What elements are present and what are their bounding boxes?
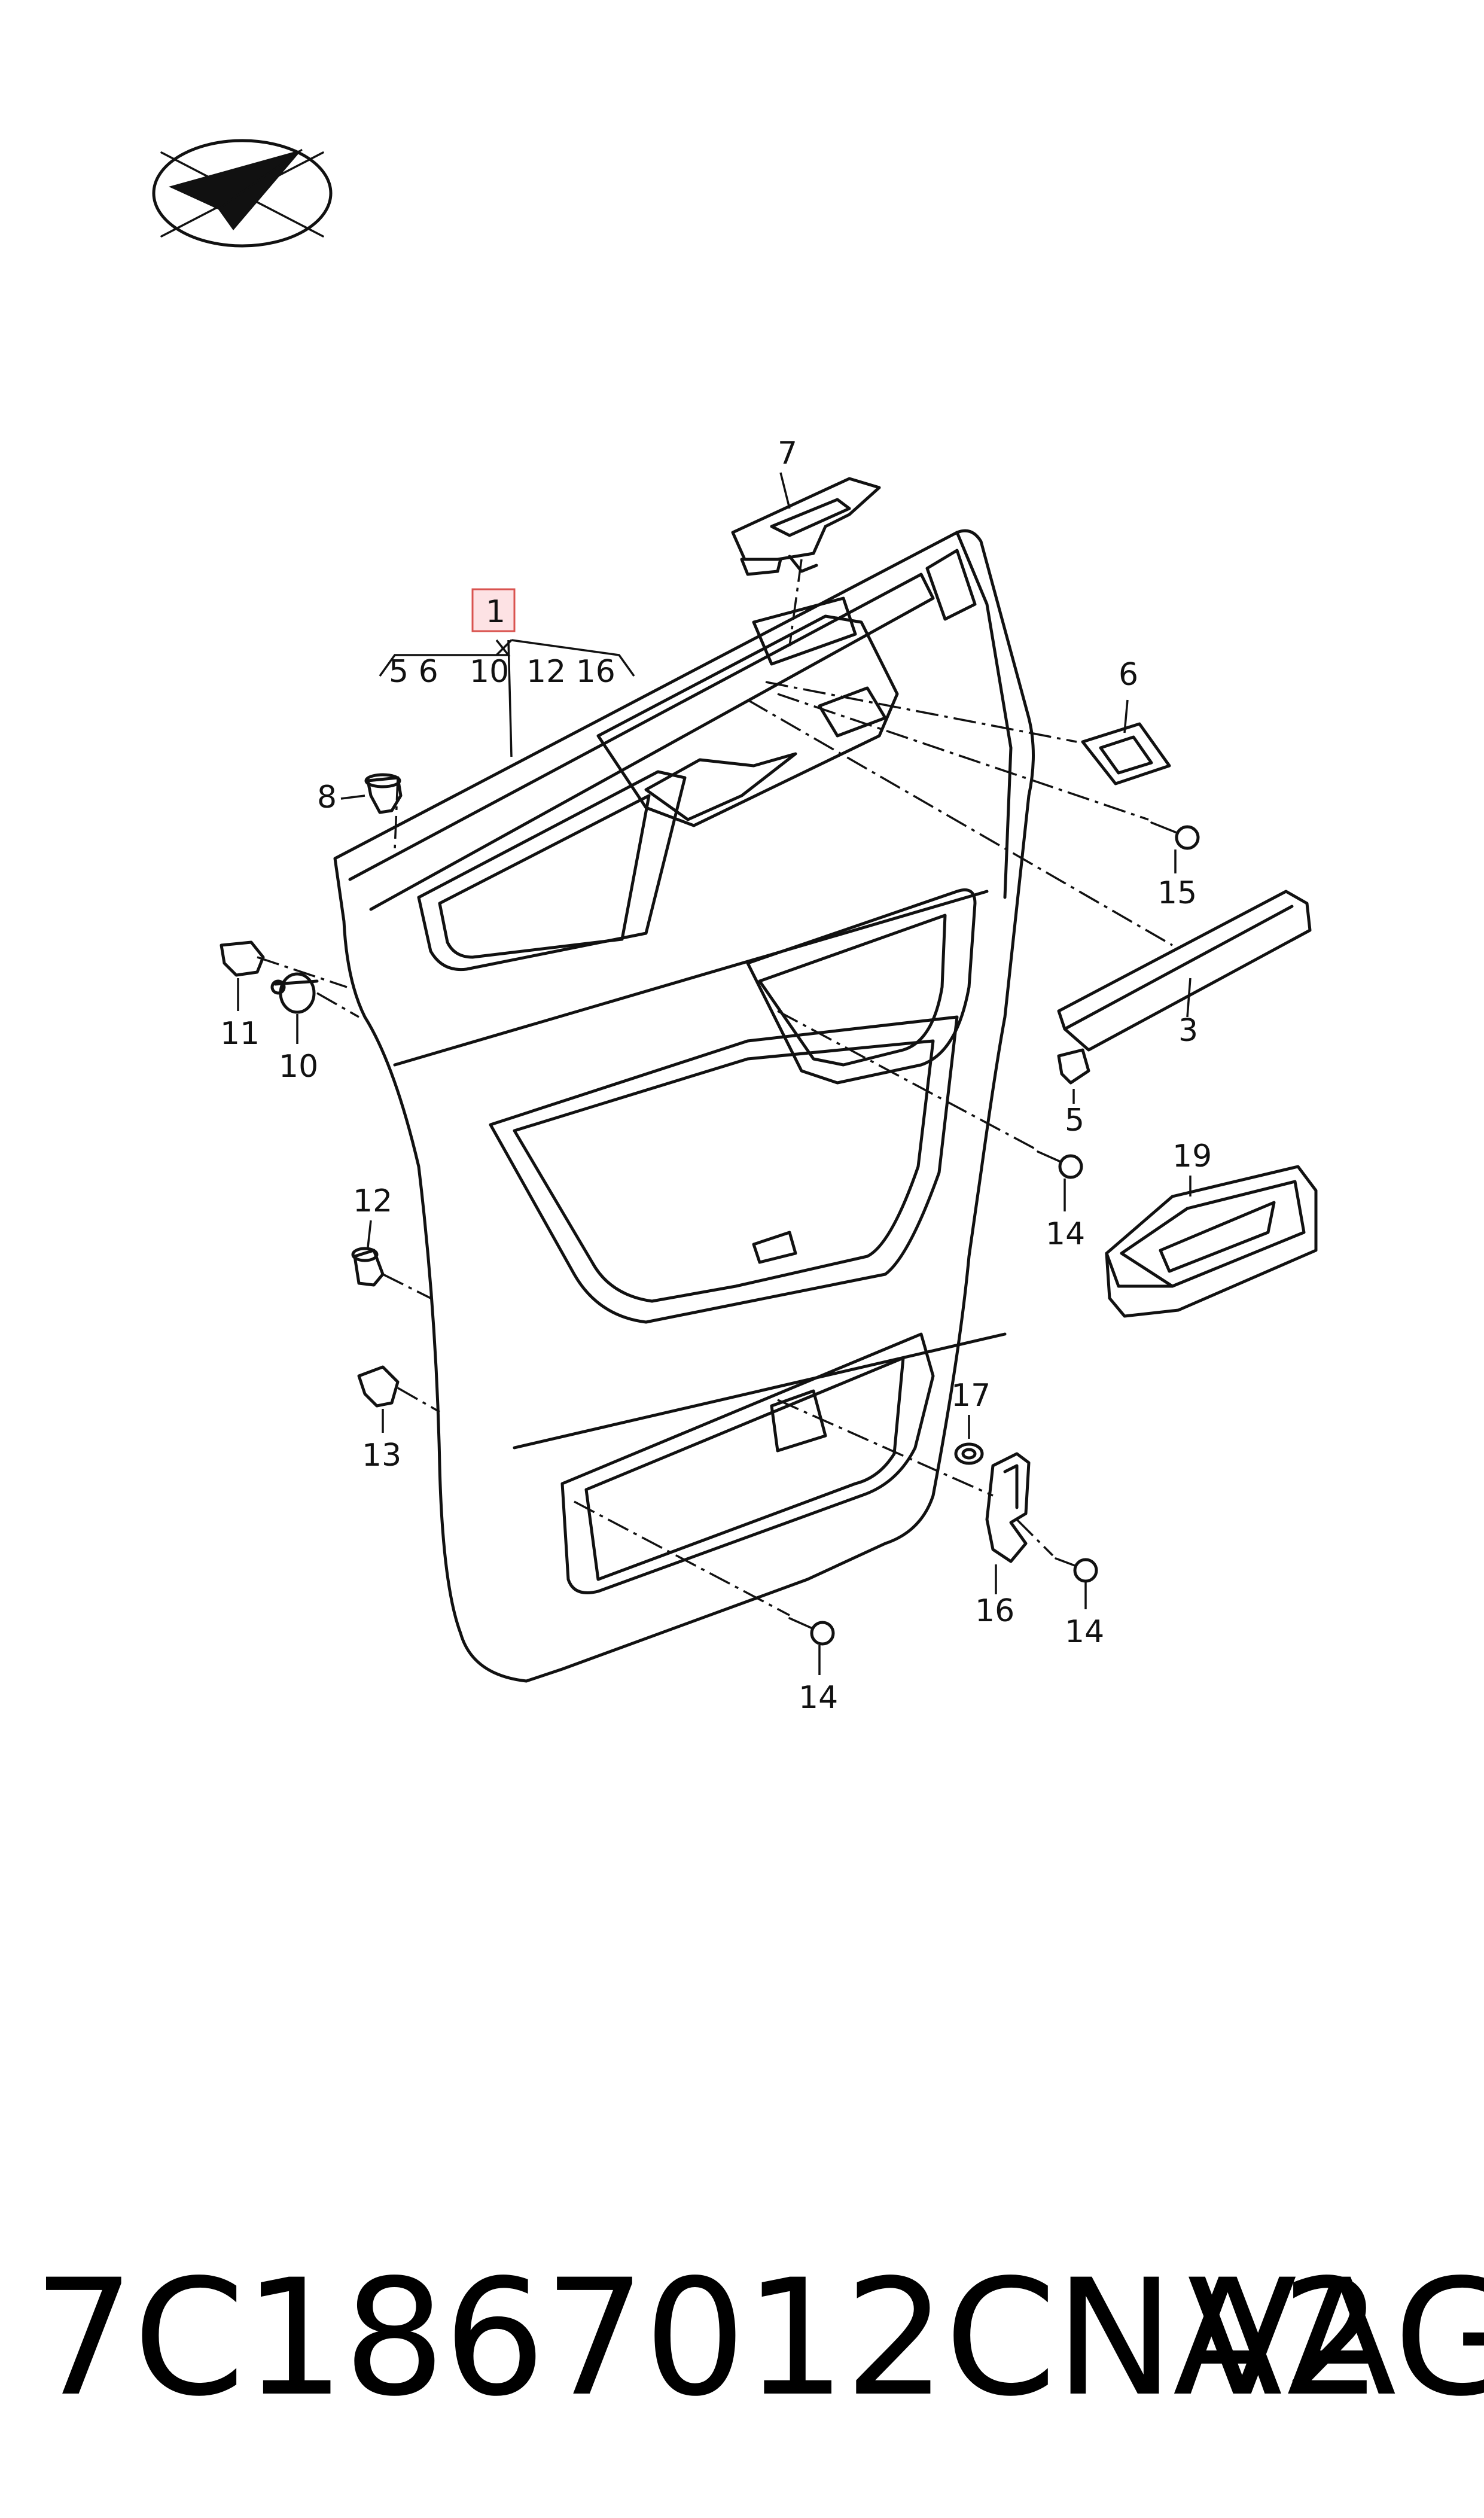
callout-14c: 14 bbox=[799, 1680, 838, 1716]
part-7-switch-trim bbox=[731, 477, 881, 576]
callout-12: 12 bbox=[353, 1183, 392, 1219]
paper-plane-check-logo bbox=[152, 139, 333, 248]
part-number: 7C1867012CNA2 bbox=[33, 2245, 1383, 2432]
clip-10 bbox=[270, 972, 319, 1014]
callout-8: 8 bbox=[317, 780, 337, 815]
callout-group-b: 10 bbox=[470, 654, 509, 690]
screw-14a bbox=[1037, 1150, 1083, 1179]
screw-14c bbox=[788, 1617, 835, 1646]
assembly-lines bbox=[257, 559, 1173, 1616]
part-3-trim-strip bbox=[1057, 890, 1312, 1052]
callout-10: 10 bbox=[279, 1049, 318, 1085]
callout-14a: 14 bbox=[1046, 1216, 1085, 1252]
callout-labels: 1 5 6 10 12 16 7 6 15 3 5 14 19 17 16 14… bbox=[220, 436, 1212, 1716]
screw-15 bbox=[1150, 821, 1200, 850]
callout-7: 7 bbox=[778, 436, 797, 471]
callout-11: 11 bbox=[220, 1016, 260, 1052]
clip-13 bbox=[357, 1365, 400, 1408]
callout-6: 6 bbox=[1119, 657, 1138, 693]
part-19-tray bbox=[1105, 1165, 1318, 1318]
callout-1-highlight-box bbox=[471, 588, 516, 632]
clip-12 bbox=[351, 1247, 385, 1287]
clip-5 bbox=[1057, 1048, 1090, 1085]
callout-14b: 14 bbox=[1065, 1614, 1104, 1650]
screw-14b bbox=[1055, 1557, 1098, 1583]
callout-17: 17 bbox=[951, 1378, 991, 1414]
clip-11 bbox=[220, 940, 265, 977]
callout-3: 3 bbox=[1178, 1013, 1198, 1049]
callout-group-c: 12 16 bbox=[526, 654, 615, 690]
callout-19: 19 bbox=[1172, 1138, 1212, 1174]
callout-16: 16 bbox=[975, 1593, 1014, 1629]
part-6-small-trim bbox=[1081, 722, 1171, 785]
callout-13: 13 bbox=[362, 1438, 401, 1473]
door-trim-panel bbox=[333, 529, 1035, 1683]
leader-lines bbox=[237, 472, 1192, 1675]
clip-8 bbox=[364, 773, 403, 814]
brand-label: VAG bbox=[1187, 2245, 1484, 2432]
part-16-bracket bbox=[985, 1452, 1031, 1563]
callout-group-a: 5 6 bbox=[389, 654, 438, 690]
grommet-17 bbox=[954, 1442, 984, 1465]
callout-15: 15 bbox=[1157, 875, 1197, 911]
callout-5: 5 bbox=[1065, 1103, 1084, 1138]
callout-1: 1 bbox=[486, 594, 505, 630]
